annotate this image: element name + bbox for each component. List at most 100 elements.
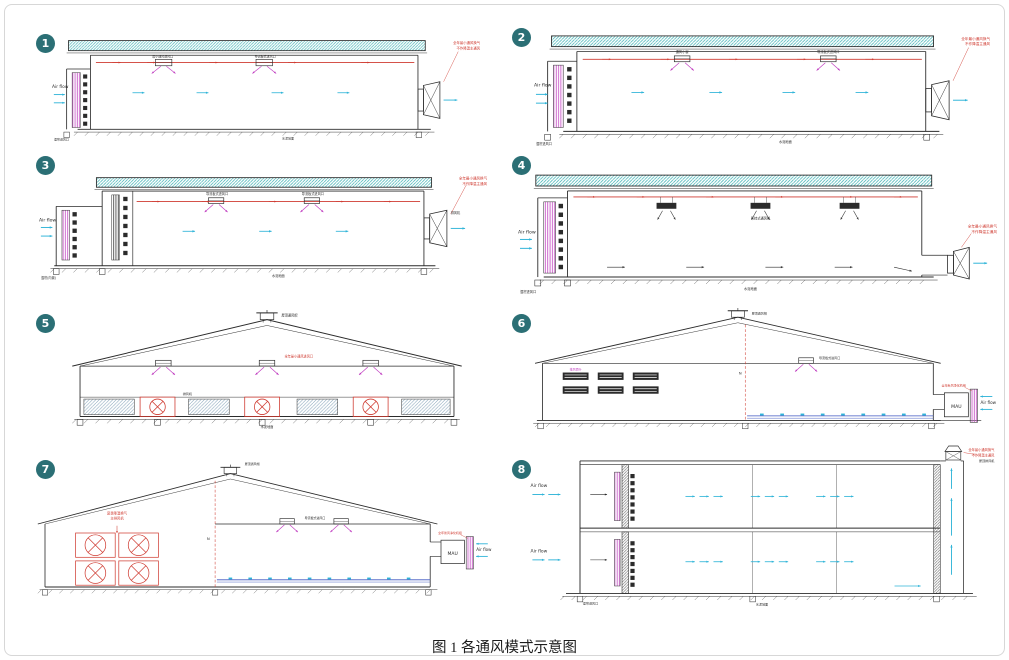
ceiling-inlet-icon [670, 55, 695, 71]
svg-text:湿帘(内置): 湿帘(内置) [41, 275, 56, 280]
ceiling-inlet-icon [255, 359, 279, 376]
wet-pad-lower [614, 539, 635, 587]
corrugated-roof [549, 35, 936, 50]
panel-3-number-badge: 3 [36, 156, 55, 175]
axial-fan-icon [139, 396, 176, 417]
axial-fan-icon [75, 532, 116, 558]
svg-text:屋顶通风帽: 屋顶通风帽 [282, 313, 298, 318]
panel-2-diagram: Air flow通风小窗导流板式进风口全年最小通风换气不作降温主通风湿帘进风口水… [534, 35, 990, 146]
panel-3-diagram: Air flow导流板式进风口导流板式进风口排风机全年最小通风换气不作降温主通风… [39, 176, 488, 281]
roof-exhaust-fan-icon [944, 445, 963, 461]
labels: Air flow通风小窗导流板式进风口全年最小通风换气不作降温主通风湿帘进风口水… [534, 36, 990, 146]
svg-text:屋顶排风机: 屋顶排风机 [979, 458, 995, 463]
ceiling-fan-icon [839, 196, 860, 220]
svg-text:屋顶通风帽: 屋顶通风帽 [245, 461, 260, 466]
svg-text:吊挂式通风机: 吊挂式通风机 [751, 216, 771, 221]
airflow-arrows [40, 200, 466, 238]
airflow-arrows [535, 58, 968, 105]
building-structure [560, 460, 977, 603]
svg-text:Air flow: Air flow [981, 400, 997, 405]
svg-text:排风机: 排风机 [451, 210, 461, 215]
svg-text:N: N [207, 537, 210, 541]
svg-text:Air flow: Air flow [52, 84, 69, 90]
svg-text:Air flow: Air flow [531, 483, 548, 489]
svg-text:全年新风净化机组: 全年新风净化机组 [941, 382, 965, 387]
airflow-arrows [519, 195, 988, 272]
svg-text:全年最小通风换气: 全年最小通风换气 [961, 36, 990, 41]
svg-text:水泥地面: 水泥地面 [272, 273, 285, 278]
svg-text:全年最小通风进风口: 全年最小通风进风口 [284, 353, 313, 358]
exhaust-fan-icon [947, 246, 970, 280]
svg-text:通风小窗: 通风小窗 [676, 49, 689, 54]
panel-1-diagram: Air flow最小通风进风口导流板式进风口全年最小通风换气不作降温主通风湿帘进… [52, 40, 481, 141]
svg-text:湿帘进风口: 湿帘进风口 [520, 289, 536, 294]
airflow-arrows [53, 61, 458, 104]
ridge-vent-icon [727, 308, 749, 320]
exhaust-fan-icon [423, 209, 448, 248]
axial-fan-icon [118, 532, 159, 558]
building-structure [533, 174, 938, 287]
svg-text:MAU: MAU [951, 404, 961, 410]
svg-text:全年新风净化机组: 全年新风净化机组 [438, 530, 462, 535]
svg-text:全年最小通风换气: 全年最小通风换气 [968, 224, 998, 229]
building-structure [63, 40, 435, 138]
wet-pad-upper [614, 471, 635, 521]
svg-text:湿帘进风口: 湿帘进风口 [54, 136, 69, 141]
airflow-arrows [532, 468, 953, 588]
airflow-arrows [116, 525, 488, 580]
labels: Air flow导流板式进风口导流板式进风口排风机全年最小通风换气不作降温主通风… [39, 176, 488, 281]
mau-unit [430, 536, 474, 570]
corrugated-roof [533, 174, 934, 189]
svg-text:不作降温主通风: 不作降温主通风 [457, 45, 481, 50]
ventilation-equipment [139, 309, 389, 417]
svg-text:水泥地面: 水泥地面 [261, 424, 274, 429]
panel-4-number-badge: 4 [512, 156, 531, 175]
panel-1-number-badge: 1 [36, 34, 55, 53]
svg-text:水泥地面: 水泥地面 [744, 286, 758, 291]
wet-pad-inlet [61, 209, 77, 261]
ventilation-equipment [61, 191, 448, 266]
svg-text:主排风机: 主排风机 [110, 516, 124, 521]
building-structure [50, 177, 440, 275]
ceiling-inlet-icon [276, 518, 299, 533]
panel-6-number-badge: 6 [512, 314, 531, 333]
svg-text:不作降温主通风: 不作降温主通风 [971, 229, 997, 234]
svg-text:水泥地面: 水泥地面 [779, 139, 793, 144]
svg-text:夏季降温换气: 夏季降温换气 [107, 511, 128, 516]
panel-2-number-badge: 2 [512, 28, 531, 47]
exhaust-fan-icon [925, 80, 950, 121]
svg-text:不作降温主通风: 不作降温主通风 [965, 41, 991, 46]
ceiling-inlet-icon [794, 357, 818, 372]
ridge-vent-icon [256, 309, 278, 323]
ceiling-inlet-icon [204, 197, 228, 213]
svg-text:导流板式进风口: 导流板式进风口 [817, 49, 839, 54]
svg-text:排风机: 排风机 [183, 391, 193, 396]
ventilation-equipment [562, 308, 978, 423]
louver-vent-icon [632, 386, 659, 394]
ventilation-equipment [75, 464, 474, 586]
svg-text:全年最小通风换气: 全年最小通风换气 [968, 447, 995, 452]
svg-text:全年最小通风换气: 全年最小通风换气 [453, 40, 481, 45]
axial-fan-icon [352, 396, 389, 417]
drawing-root: Air flow通风小窗导流板式进风口全年最小通风换气不作降温主通风湿帘进风口水… [534, 35, 990, 146]
ventilation-equipment [543, 196, 970, 280]
louver-vent-icon [562, 372, 589, 380]
wet-pad-inlet [71, 72, 88, 128]
drawing-root: Air flow导流板式进风口导流板式进风口排风机全年最小通风换气不作降温主通风… [39, 176, 488, 281]
building-structure [37, 473, 438, 596]
svg-text:水泥地面: 水泥地面 [756, 602, 768, 607]
svg-text:排风百叶: 排风百叶 [570, 367, 582, 372]
panel-8-number-badge: 8 [512, 460, 531, 479]
